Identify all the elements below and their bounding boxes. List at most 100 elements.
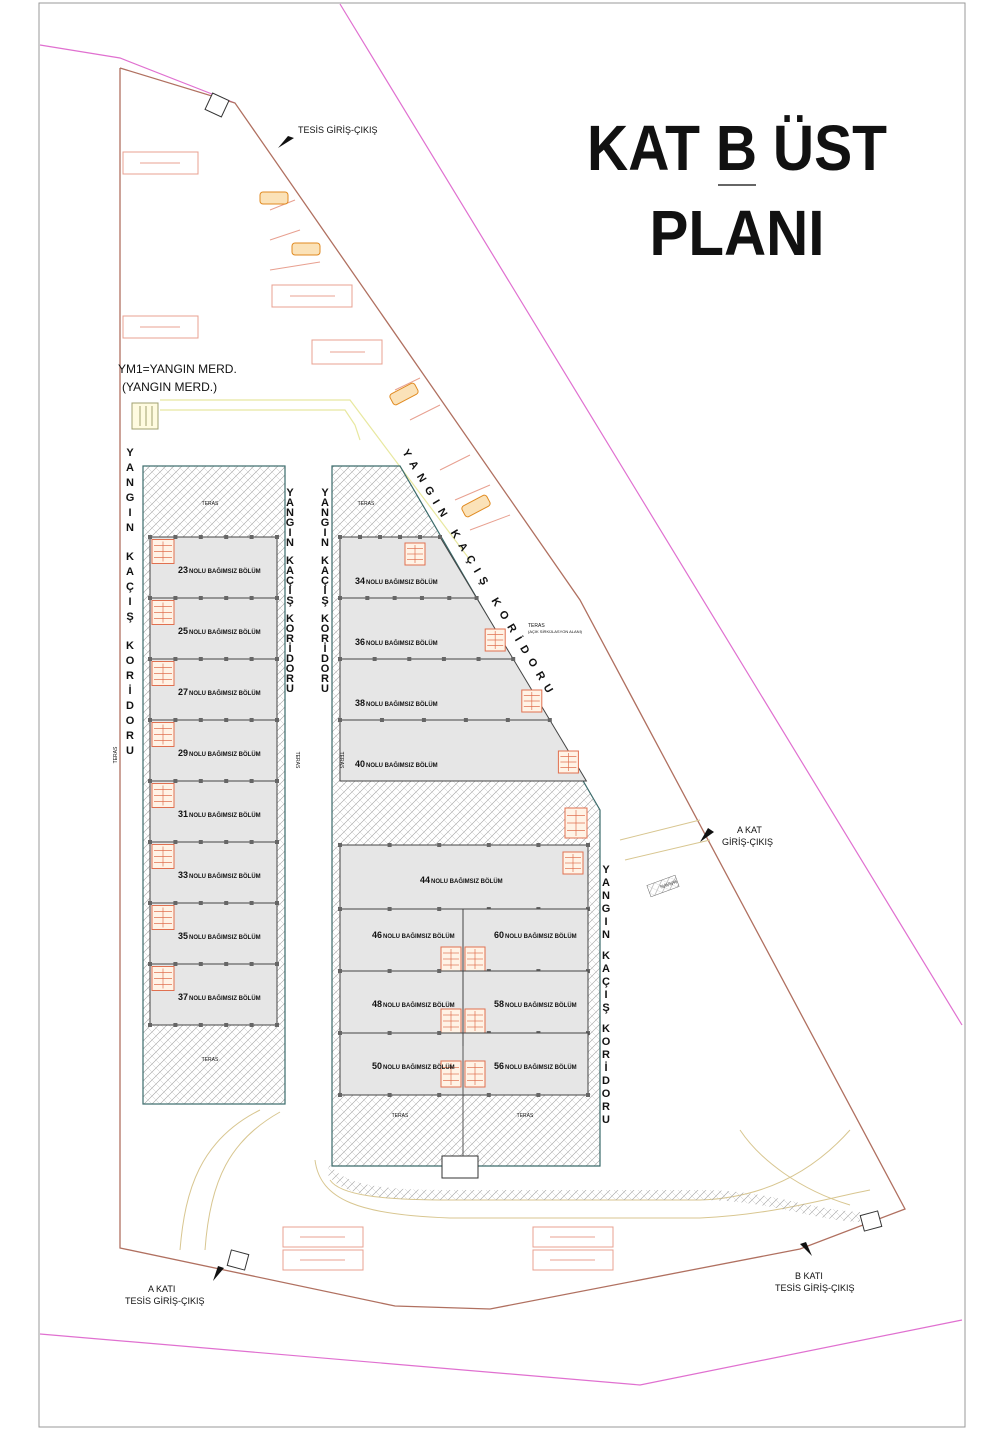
corridor-word: KAÇIŞ <box>602 950 610 1014</box>
svg-text:Ş: Ş <box>126 611 133 623</box>
unit-label: NOLU BAĞIMSIZ BÖLÜM <box>189 750 261 758</box>
svg-text:A: A <box>126 566 134 578</box>
svg-text:A: A <box>286 497 294 509</box>
unit-label: NOLU BAĞIMSIZ BÖLÜM <box>366 639 438 647</box>
teras-right-bottom-2: TERAS <box>517 1113 534 1119</box>
stair-icon <box>557 750 579 774</box>
svg-text:K: K <box>126 551 134 563</box>
svg-text:G: G <box>602 903 611 915</box>
svg-text:U: U <box>126 745 134 757</box>
svg-text:İ: İ <box>288 642 291 655</box>
svg-text:O: O <box>126 715 135 727</box>
corridor-word: KAÇIŞ <box>126 551 134 623</box>
svg-text:Ç: Ç <box>602 976 610 988</box>
stair-icon <box>151 722 175 747</box>
unit-label: NOLU BAĞIMSIZ BÖLÜM <box>189 994 261 1002</box>
svg-text:K: K <box>286 555 294 567</box>
bottom-stair-box <box>441 1155 479 1179</box>
unit-number: 40 <box>355 759 365 769</box>
stair-icon <box>464 1060 486 1088</box>
svg-text:D: D <box>126 700 134 712</box>
stair-icon <box>562 851 584 875</box>
svg-text:N: N <box>321 507 329 519</box>
svg-text:R: R <box>286 673 294 685</box>
unit-label: NOLU BAĞIMSIZ BÖLÜM <box>189 811 261 819</box>
corridor-word: KAÇIŞ <box>286 555 294 607</box>
teras-note: TERAS <box>528 623 545 629</box>
ym1-stair <box>131 402 159 430</box>
svg-text:U: U <box>602 1114 610 1126</box>
tesis-top-label: TESİS GİRİŞ-ÇIKIŞ <box>298 125 378 135</box>
unit-number: 38 <box>355 698 365 708</box>
svg-text:I: I <box>323 527 326 539</box>
svg-text:R: R <box>602 1101 610 1113</box>
fire-escape-route <box>160 399 471 561</box>
svg-text:D: D <box>321 653 329 665</box>
svg-text:K: K <box>286 613 294 625</box>
b-kati-bottom-label-1: B KATI <box>795 1271 823 1281</box>
property-boundary <box>39 3 963 1386</box>
svg-text:Ş: Ş <box>321 595 328 607</box>
unit-label: NOLU BAĞIMSIZ BÖLÜM <box>383 1063 455 1071</box>
unit-number: 29 <box>178 748 188 758</box>
corridor-word: KORİDORU <box>321 613 330 695</box>
svg-text:N: N <box>286 537 294 549</box>
unit-label: NOLU BAĞIMSIZ BÖLÜM <box>431 877 503 885</box>
corridor-word: KAÇIŞ <box>321 555 329 607</box>
stair-icon <box>151 844 175 869</box>
svg-text:Y: Y <box>321 487 329 499</box>
svg-text:Y: Y <box>286 487 294 499</box>
svg-text:I: I <box>128 596 131 608</box>
unit-label: NOLU BAĞIMSIZ BÖLÜM <box>505 932 577 940</box>
stair-icon <box>464 946 486 972</box>
corridor-word: YANGIN <box>602 864 611 941</box>
svg-text:K: K <box>321 613 329 625</box>
svg-text:O: O <box>602 1088 611 1100</box>
teras-side-label: TERAS <box>294 752 300 769</box>
teras-side-label: TERAS <box>113 746 119 763</box>
unit-number: 36 <box>355 637 365 647</box>
svg-text:G: G <box>321 517 330 529</box>
title-line-1: KAT B ÜST <box>587 112 887 184</box>
svg-text:R: R <box>602 1049 610 1061</box>
corridor-word: YANGIN <box>126 447 135 534</box>
svg-text:N: N <box>126 477 134 489</box>
stair-icon <box>151 905 175 930</box>
svg-text:I: I <box>604 989 607 1001</box>
svg-text:A: A <box>286 565 294 577</box>
teras-side-label: TERAS <box>338 752 344 769</box>
stair-icon <box>404 542 426 566</box>
svg-text:N: N <box>321 537 329 549</box>
svg-text:U: U <box>321 683 329 695</box>
svg-text:N: N <box>286 507 294 519</box>
cars <box>259 191 491 518</box>
teras-left-bottom: TERAS <box>202 1057 219 1063</box>
svg-text:D: D <box>602 1075 610 1087</box>
title-line-2: PLANI <box>650 197 825 269</box>
svg-text:O: O <box>286 663 295 675</box>
corridor-word: KORİDORU <box>286 613 295 695</box>
unit-label: NOLU BAĞIMSIZ BÖLÜM <box>383 932 455 940</box>
title-block: KAT B ÜST PLANI <box>587 112 887 269</box>
svg-text:O: O <box>321 663 330 675</box>
stair-icon <box>440 946 462 972</box>
unit-number: 50 <box>372 1061 382 1071</box>
svg-text:N: N <box>602 890 610 902</box>
stair-icon <box>151 661 175 686</box>
teras-left-top: TERAS <box>202 501 219 507</box>
teras-note-sub: (AÇIK SİRKÜLASYON ALANI) <box>528 629 583 634</box>
gate-boxes <box>204 92 883 1271</box>
svg-text:R: R <box>126 670 134 682</box>
svg-text:Ş: Ş <box>602 1002 609 1014</box>
svg-text:G: G <box>126 492 135 504</box>
